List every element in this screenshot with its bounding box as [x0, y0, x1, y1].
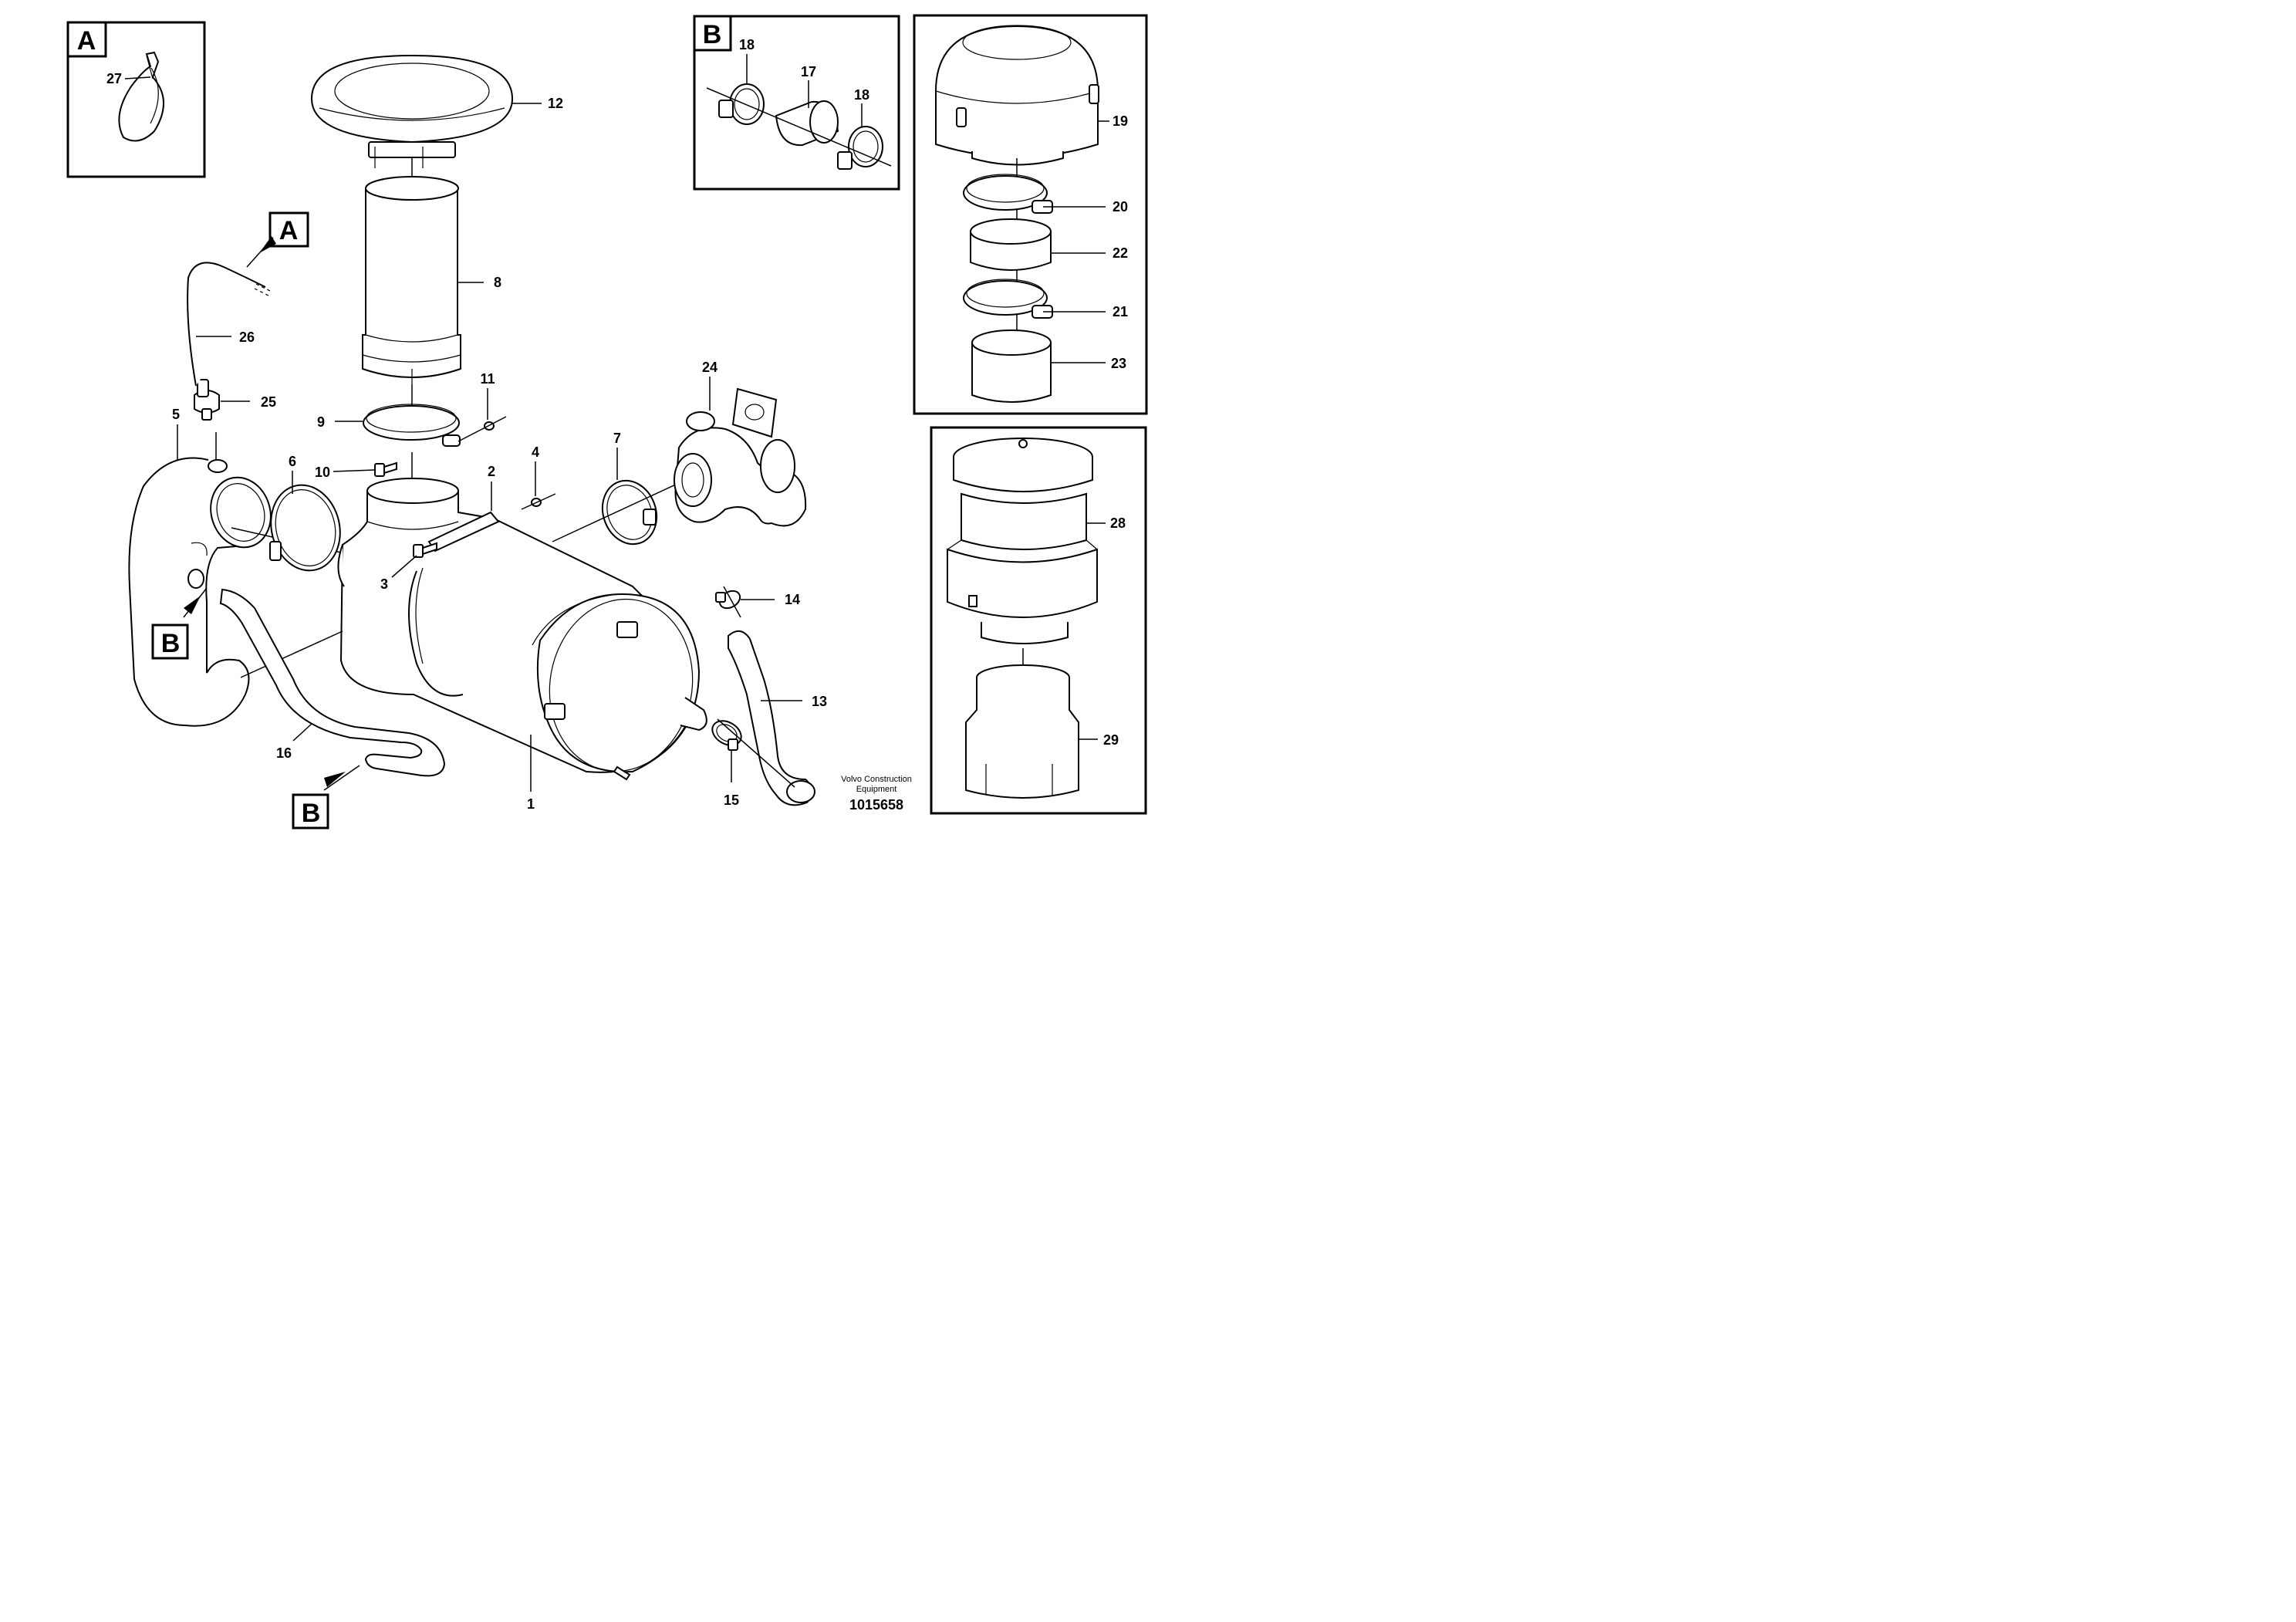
air-cleaner-cover-part [310, 54, 514, 168]
inlet-clamp-part [269, 484, 341, 572]
callout-21: 21 [1113, 304, 1128, 319]
callout-1: 1 [527, 796, 535, 812]
adapter-sleeve-part [965, 664, 1079, 799]
turbo-precleaner-box: 28 29 [930, 426, 1147, 815]
air-cleaner-housing-part [337, 478, 707, 781]
pressure-sensor-part [194, 379, 220, 421]
detail-a-letter: A [279, 216, 299, 245]
breather-hose-part [219, 588, 446, 777]
bolt-part [413, 542, 437, 558]
callout-13: 13 [812, 694, 827, 709]
detail-b-upper-marker: B [151, 569, 208, 660]
credit-line-1: Volvo Construction [841, 775, 912, 784]
detail-a-marker: A [246, 211, 309, 268]
outlet-clamp-part [601, 479, 658, 546]
callout-7: 7 [613, 431, 621, 446]
bolt-part [374, 461, 397, 477]
turbocharger-part [674, 387, 807, 527]
drawing-number: 1015658 [849, 797, 903, 813]
callout-23: 23 [1111, 356, 1126, 371]
callout-3: 3 [380, 576, 388, 592]
adapter-part [971, 329, 1052, 403]
callout-8: 8 [494, 275, 501, 290]
callout-27: 27 [106, 71, 122, 86]
small-clamp-part [711, 720, 742, 751]
sleeve-part [970, 218, 1052, 271]
detail-b-lower-marker: B [292, 765, 360, 830]
inset-b-letter: B [703, 20, 722, 49]
callout-20: 20 [1113, 199, 1128, 215]
credit-line-2: Equipment [856, 785, 897, 794]
hose-part [775, 100, 839, 147]
callout-24: 24 [702, 360, 718, 375]
detail-b-lower-letter: B [302, 799, 321, 828]
callout-17: 17 [801, 64, 816, 79]
callout-29: 29 [1103, 732, 1119, 748]
callout-18-right: 18 [854, 87, 869, 103]
callout-11: 11 [480, 371, 495, 387]
callout-26: 26 [239, 329, 255, 345]
filter-element-part [362, 176, 461, 384]
cable-tie-part [118, 51, 164, 142]
precleaner-assembly-part [947, 438, 1098, 644]
clamp-part [963, 279, 1053, 319]
callout-19: 19 [1113, 113, 1128, 129]
callout-12: 12 [548, 96, 563, 111]
callout-22: 22 [1113, 245, 1128, 261]
callout-28: 28 [1110, 515, 1126, 531]
small-clamp-part [715, 590, 741, 610]
hose-clamp-part [837, 126, 883, 170]
callout-16: 16 [276, 745, 292, 761]
callout-6: 6 [289, 454, 296, 469]
callout-2: 2 [488, 464, 495, 479]
callout-4: 4 [532, 444, 539, 460]
precleaner-option-box: 19 20 22 21 23 [913, 14, 1148, 415]
hose-clamp-part [718, 83, 765, 125]
inset-b: B 18 17 18 [693, 15, 900, 191]
callout-18-left: 18 [739, 37, 755, 52]
clamp-part [963, 174, 1053, 214]
callout-10: 10 [315, 465, 330, 480]
inset-a: A 27 [66, 21, 206, 178]
detail-b-upper-letter: B [161, 629, 181, 658]
callout-9: 9 [317, 414, 325, 430]
callout-14: 14 [785, 592, 800, 607]
callout-25: 25 [261, 394, 276, 410]
sensor-cable-part [187, 262, 272, 387]
parts-diagram: A 27 B [66, 14, 1148, 830]
outlet-hose-part [728, 630, 815, 806]
precleaner-cap-part [935, 25, 1099, 166]
inset-a-letter: A [77, 26, 96, 56]
callout-15: 15 [724, 792, 739, 808]
cover-clamp-part [363, 404, 461, 447]
callout-5: 5 [172, 407, 180, 422]
